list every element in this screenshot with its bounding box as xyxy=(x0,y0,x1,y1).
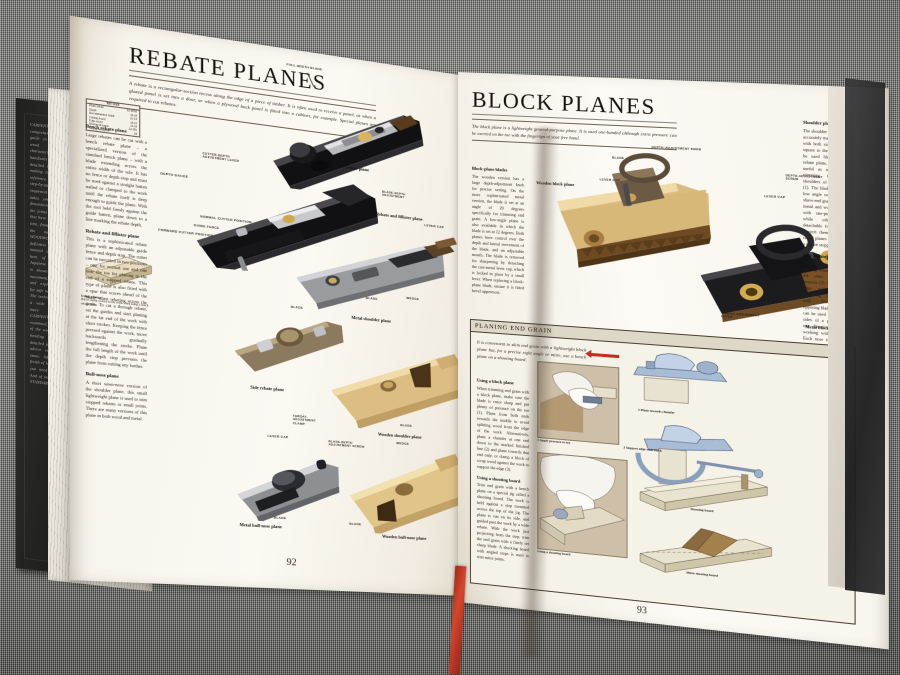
body-using-a-block-plane: When trimming end grain with a block pla… xyxy=(476,385,530,472)
right-page-content: BLOCK PLANES The block plane is a lightw… xyxy=(458,72,889,649)
leader-label-wedge-wooden-bull-nose: WEDGE xyxy=(396,440,410,446)
leader-label-lever-cap-metal-block: LEVER CAP xyxy=(764,194,786,200)
leader-label-lever-cap: LEVER CAP xyxy=(424,223,445,230)
caption-wooden-bull-nose-plane: Wooden bull-nose plane xyxy=(382,533,427,541)
body-bench-rebate-plane: Large rebates can be cut with a bench re… xyxy=(85,131,148,228)
photo-wooden-block-plane xyxy=(542,148,729,281)
caption-wooden-shoulder-plane: Wooden shoulder plane xyxy=(377,431,422,440)
left-column-text: Bench rebate plane Large rebates can be … xyxy=(86,118,147,424)
leader-label-throat-adjustment-clamp: THROAT-ADJUSTMENT CLAMP xyxy=(292,413,316,426)
figure-using-a-shooting-board xyxy=(537,452,628,559)
figure-plane-towards-chamfer xyxy=(630,346,746,415)
right-page-93: BLOCK PLANES The block plane is a lightw… xyxy=(458,72,889,650)
photo-side-rebate-plane xyxy=(226,294,363,387)
photo-metal-block-plane xyxy=(685,202,875,337)
body-bull-nose-plane: A short sawn-nose version of the shoulde… xyxy=(85,378,148,421)
photo-bench-rebate-plane xyxy=(248,68,454,209)
photo-metal-shoulder-plane xyxy=(287,213,466,326)
folio-92: 92 xyxy=(286,557,297,569)
photo-wooden-bull-nose-plane xyxy=(343,439,466,538)
photo-wooden-shoulder-plane xyxy=(324,331,466,437)
folio-93: 93 xyxy=(636,605,647,617)
left-page-92: REBATE PLANES A rebate is a rectangular-… xyxy=(69,15,466,597)
figure-shooting-board xyxy=(636,463,772,531)
figure-apply-pressure-to-toe xyxy=(537,361,620,446)
right-book-cover-edge xyxy=(845,78,885,595)
leader-label-blade-wooden-shoulder: BLADE xyxy=(400,422,413,428)
photo-rebate-fillister-plane xyxy=(167,145,410,288)
leader-label-blade-wooden-bull-nose: BLADE xyxy=(349,521,362,527)
figure-support-edge-with-block xyxy=(623,421,769,506)
right-column-text: Block-plane blades The wooden version ha… xyxy=(472,161,524,298)
right-page-intro: The block plane is a lightweight general… xyxy=(471,118,677,151)
leader-label-blade-metal-bull-nose: BLADE xyxy=(273,515,287,521)
panel-planing-end-grain: PLANING END GRAIN It is convenient to sk… xyxy=(469,318,856,625)
photo-metal-bull-nose-plane xyxy=(226,433,363,527)
caption-metal-bull-nose-plane: Metal bull-nose plane xyxy=(239,521,282,530)
red-arrow-pointer xyxy=(590,352,620,359)
body-block-plane-blades: The wooden version has a large depth-adj… xyxy=(471,173,525,295)
body-rebate-fillister-plane: This is a sophisticated rebate plane wit… xyxy=(85,235,148,370)
left-page-content: REBATE PLANES A rebate is a rectangular-… xyxy=(70,16,466,596)
figure-caption-2: 2 Plane towards chamfer xyxy=(637,407,675,415)
figure-mitre-shooting-board xyxy=(636,518,776,594)
leader-label-blade-block: BLADE xyxy=(612,155,625,161)
open-page-spread: REBATE PLANES A rebate is a rectangular-… xyxy=(69,15,889,658)
caption-side-rebate-plane: Side rebate plane xyxy=(250,384,285,393)
